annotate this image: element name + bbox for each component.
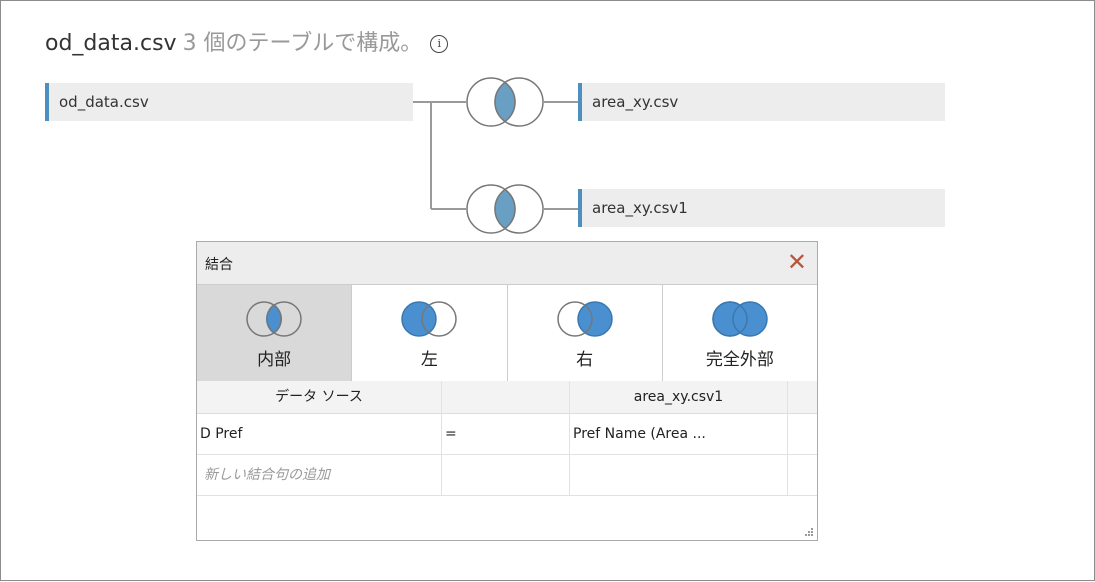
join-dialog-header: 結合 ✕ xyxy=(197,242,817,285)
left-join-icon xyxy=(401,301,458,337)
join-type-selector: 内部 左 右 xyxy=(197,285,817,382)
join-clause-row[interactable]: D Pref = Pref Name (Area ... xyxy=(197,414,817,455)
row-spacer xyxy=(788,414,817,454)
full-outer-join-icon xyxy=(712,301,768,337)
info-icon[interactable]: i xyxy=(430,35,449,53)
header-right-table: area_xy.csv1 xyxy=(570,381,788,413)
table-count-text: 3 個のテーブルで構成。 xyxy=(182,31,423,56)
inner-join-icon xyxy=(246,301,302,337)
row-empty-cell xyxy=(570,455,788,495)
join-dialog-title: 結合 xyxy=(205,257,233,273)
join-connector-lines xyxy=(413,101,578,210)
join-venn-icon-1[interactable] xyxy=(466,77,544,127)
header-spacer xyxy=(788,381,817,413)
join-type-right[interactable]: 右 xyxy=(508,285,663,381)
join-dialog: 結合 ✕ 内部 左 xyxy=(196,241,818,541)
join-type-label: 左 xyxy=(420,350,438,370)
right-join-icon xyxy=(556,301,613,337)
add-join-clause-link[interactable]: 新しい結合句の追加 xyxy=(197,455,442,495)
header-data-source: データ ソース xyxy=(197,381,442,413)
table-area-xy-1[interactable]: area_xy.csv1 xyxy=(578,189,945,227)
join-type-label: 内部 xyxy=(257,350,292,370)
left-field-select[interactable]: D Pref xyxy=(197,414,442,454)
row-spacer xyxy=(788,455,817,495)
grid-header-row: データ ソース area_xy.csv1 xyxy=(197,381,817,414)
join-type-left[interactable]: 左 xyxy=(352,285,508,381)
join-venn-icon-2[interactable] xyxy=(466,184,544,234)
datasource-filename: od_data.csv xyxy=(45,31,177,56)
table-od-data[interactable]: od_data.csv xyxy=(45,83,413,121)
table-area-xy[interactable]: area_xy.csv xyxy=(578,83,945,121)
join-type-inner[interactable]: 内部 xyxy=(197,285,353,381)
join-clause-grid: データ ソース area_xy.csv1 D Pref = Pref Name … xyxy=(197,381,817,496)
add-clause-row[interactable]: 新しい結合句の追加 xyxy=(197,455,817,496)
join-type-label: 完全外部 xyxy=(705,350,774,370)
row-empty-cell xyxy=(442,455,570,495)
close-icon[interactable]: ✕ xyxy=(786,248,807,276)
header-operator xyxy=(442,381,570,413)
resize-grip-icon[interactable] xyxy=(804,527,814,537)
operator-select[interactable]: = xyxy=(442,414,570,454)
right-field-select[interactable]: Pref Name (Area ... xyxy=(570,414,788,454)
join-type-full-outer[interactable]: 完全外部 xyxy=(663,285,817,381)
join-type-label: 右 xyxy=(576,350,594,370)
